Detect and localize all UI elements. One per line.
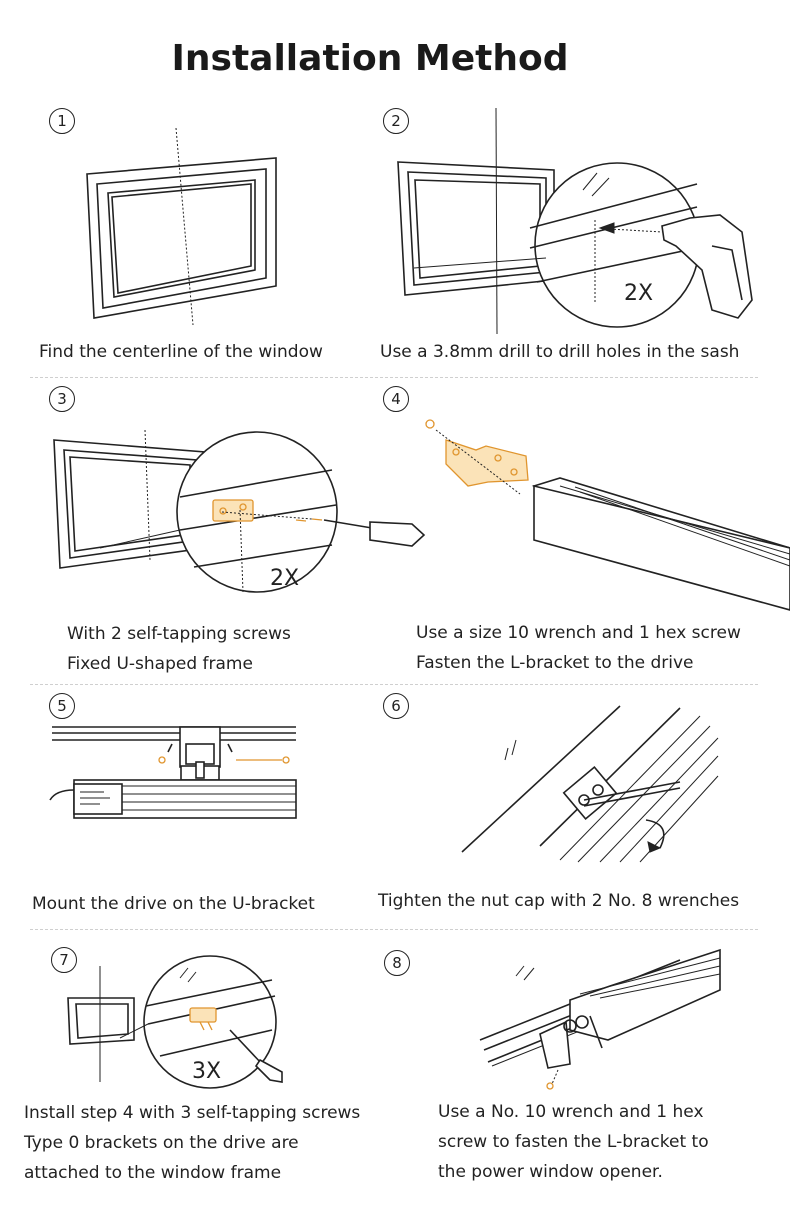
separator-row-3 [30,929,758,930]
step-2-caption: Use a 3.8mm drill to drill holes in the … [380,337,739,367]
separator-row-2 [30,684,758,685]
step-8-caption-line-2: screw to fasten the L-bracket to [438,1132,709,1152]
separator-row-1 [30,377,758,378]
step-1-window-illustration [86,127,277,326]
step-3-number: 3 [49,386,75,412]
step-7-caption-line-3: attached to the window frame [24,1163,282,1183]
page-title: Installation Method [171,38,569,79]
step-8-opener-illustration [479,948,721,1090]
step-6-nut-illustration [461,705,719,863]
step-7-caption-line-1: Install step 4 with 3 self-tapping screw… [24,1103,361,1123]
step-7-caption: Install step 4 with 3 self-tapping screw… [24,1098,360,1188]
step-5-caption: Mount the drive on the U-bracket [32,889,315,919]
step-4-lbracket-illustration [425,419,790,611]
step-8-number: 8 [384,950,410,976]
step-8-caption-line-3: the power window opener. [438,1162,663,1182]
step-4-caption-line-1: Use a size 10 wrench and 1 hex screw [416,623,741,643]
step-2-drill-illustration: 2X [397,107,753,335]
step-4-number: 4 [383,386,409,412]
step-3-caption-line-1: With 2 self-tapping screws [67,624,291,644]
step-2-number: 2 [383,108,409,134]
step-5-mount-illustration [49,726,297,819]
step-5-caption-line: Mount the drive on the U-bracket [32,894,315,914]
step-6-number: 6 [383,693,409,719]
step-3-caption-line-2: Fixed U-shaped frame [67,654,253,674]
step-4-caption-line-2: Fasten the L-bracket to the drive [416,653,694,673]
step-8-caption-line-1: Use a No. 10 wrench and 1 hex [438,1102,704,1122]
step-3-caption: With 2 self-tapping screws Fixed U-shape… [67,619,291,679]
step-2-caption-line: Use a 3.8mm drill to drill holes in the … [380,342,740,362]
step-3-callout: 2X [270,566,299,591]
step-7-callout: 3X [192,1059,221,1084]
step-6-caption-line: Tighten the nut cap with 2 No. 8 wrenche… [378,891,740,911]
step-5-number: 5 [49,693,75,719]
step-8-caption: Use a No. 10 wrench and 1 hex screw to f… [438,1097,709,1187]
step-1-caption: Find the centerline of the window [39,337,323,367]
step-3-bracket-illustration: 2X [53,429,426,593]
step-1-number: 1 [49,108,75,134]
step-6-caption: Tighten the nut cap with 2 No. 8 wrenche… [378,886,739,916]
step-7-screw-illustration: 3X [67,955,283,1089]
step-7-caption-line-2: Type 0 brackets on the drive are [24,1133,299,1153]
step-2-callout: 2X [624,281,653,306]
step-4-caption: Use a size 10 wrench and 1 hex screw Fas… [416,618,741,678]
step-1-caption-line: Find the centerline of the window [39,342,323,362]
step-7-number: 7 [51,947,77,973]
